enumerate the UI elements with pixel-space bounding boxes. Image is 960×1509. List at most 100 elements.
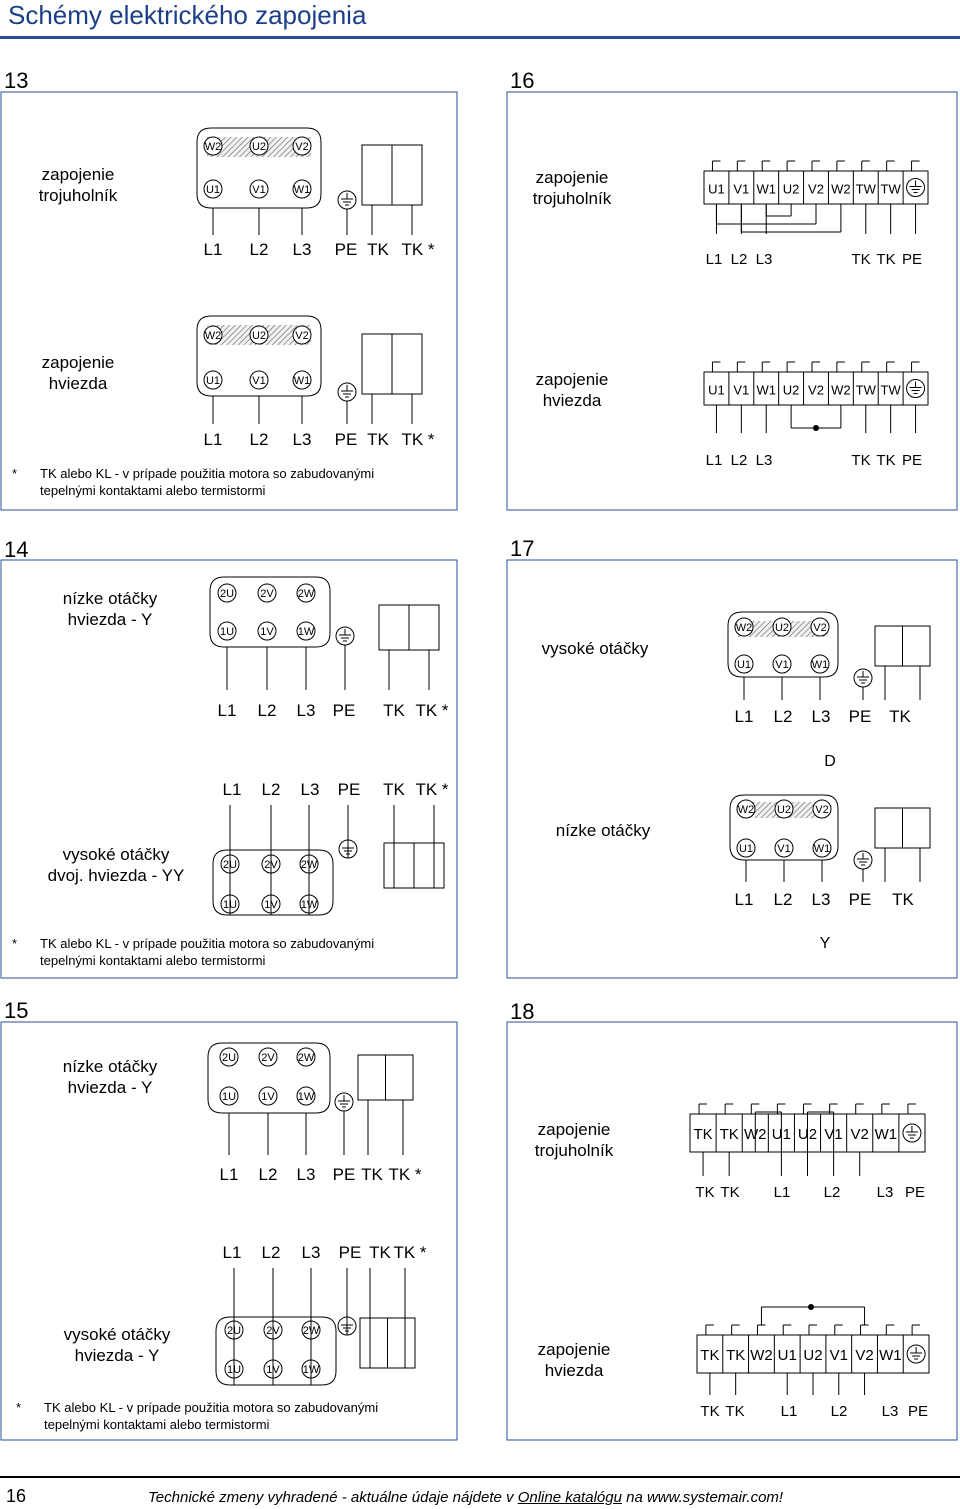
terminal-V1 [772, 654, 792, 674]
terminal-label: W2 [750, 1347, 773, 1364]
line-label: L2 [259, 1165, 278, 1184]
section-frame [0, 91, 458, 511]
terminal-V1 [774, 838, 794, 858]
terminal-strip [696, 1334, 930, 1374]
note-text-line-2: tepelnými kontaktami alebo termistormi [44, 1417, 270, 1432]
terminal-label: TW [856, 182, 877, 197]
terminal-label: V2 [295, 141, 308, 153]
line-label: PE [902, 452, 922, 469]
line-label: L1 [223, 1243, 242, 1262]
terminal-label: V2 [851, 1126, 869, 1143]
line-label: L2 [774, 707, 793, 726]
terminal-label: V2 [808, 383, 824, 398]
title-rule [0, 36, 960, 39]
terminal-label: 2V [260, 588, 274, 600]
diagram-label-line-2: hviezda - Y [68, 1078, 153, 1097]
terminal-U2 [249, 136, 269, 156]
note-marker-line-1: * [12, 936, 17, 951]
terminal-label: W1 [875, 1126, 898, 1143]
diagram-label-line-1: nízke otáčky [63, 1057, 158, 1076]
footer-catalog-link[interactable]: Online katalógu [517, 1489, 622, 1506]
terminal-label: U1 [206, 375, 220, 387]
diagram-label-line-1: zapojenie [42, 353, 115, 372]
diagram-label-line-1: vysoké otáčky [63, 845, 170, 864]
terminal-W2 [203, 136, 223, 156]
section-frame [506, 559, 958, 979]
ground-icon [337, 190, 357, 210]
line-label: TK * [388, 1165, 421, 1184]
line-label: L2 [250, 430, 269, 449]
note-marker-line-1: * [12, 466, 17, 481]
line-label: L3 [301, 780, 320, 799]
line-label: PE [908, 1403, 928, 1420]
terminal-W2 [203, 325, 223, 345]
line-label: L3 [293, 240, 312, 259]
ground-icon [906, 379, 926, 398]
line-label: PE [902, 251, 922, 268]
diagram-label-line-2: hviezda [49, 374, 108, 393]
terminal-strip [703, 371, 929, 406]
terminal-U1 [734, 654, 754, 674]
terminal-V2 [292, 325, 312, 345]
line-label: TK [876, 251, 895, 268]
line-label: TK [367, 430, 389, 449]
terminal-2U [219, 1047, 239, 1067]
line-label: TK [700, 1403, 719, 1420]
terminal-label: V1 [733, 182, 749, 197]
note-marker-line-1: * [16, 1400, 21, 1415]
terminal-label: 1U [222, 1091, 236, 1103]
line-label: TK [889, 707, 911, 726]
line-label: TK [367, 240, 389, 259]
terminal-2W [296, 1047, 316, 1067]
line-label: L1 [204, 240, 223, 259]
line-label: TK [876, 452, 895, 469]
terminal-2W [296, 583, 316, 603]
footer-rule [0, 1476, 960, 1478]
diagram-label-line-1: zapojenie [538, 1340, 611, 1359]
line-label: L1 [220, 1165, 239, 1184]
line-label: L3 [297, 701, 316, 720]
ground-icon [337, 382, 357, 402]
line-label: PE [849, 707, 872, 726]
terminal-label: TK [720, 1126, 739, 1143]
terminal-label: V2 [813, 622, 826, 634]
line-label: L1 [706, 452, 723, 469]
terminal-V2 [292, 136, 312, 156]
line-label: TK * [415, 780, 448, 799]
terminal-label: W1 [756, 383, 776, 398]
footer-text-before: Technické zmeny vyhradené - aktuálne úda… [148, 1489, 518, 1506]
star-point [808, 1304, 814, 1310]
terminal-W1 [810, 654, 830, 674]
terminal-label: W1 [879, 1347, 902, 1364]
line-label: L1 [218, 701, 237, 720]
line-label: PE [339, 1243, 362, 1262]
terminal-V2 [812, 799, 832, 819]
terminal-W2 [736, 799, 756, 819]
line-label: L1 [706, 251, 723, 268]
terminal-label: U2 [803, 1347, 822, 1364]
terminal-1W [296, 1086, 316, 1106]
line-label: TK [892, 890, 914, 909]
line-label: L3 [293, 430, 312, 449]
terminal-label: W1 [756, 182, 776, 197]
terminal-label: U2 [783, 383, 800, 398]
line-label: L2 [824, 1184, 841, 1201]
terminal-label: 2U [222, 1052, 236, 1064]
line-label: TK [383, 780, 405, 799]
terminal-2U [217, 583, 237, 603]
terminal-label: 1W [298, 626, 315, 638]
line-label: L1 [204, 430, 223, 449]
terminal-U2 [774, 799, 794, 819]
terminal-label: U2 [252, 330, 266, 342]
terminal-label: U2 [777, 804, 791, 816]
line-label: PE [849, 890, 872, 909]
ground-icon [906, 178, 926, 197]
terminal-label: TK [700, 1347, 719, 1364]
line-label: L2 [831, 1403, 848, 1420]
note-text-line-1: TK alebo KL - v prípade použitia motora … [40, 466, 374, 481]
line-label: PE [335, 430, 358, 449]
terminal-label: 2W [298, 1052, 315, 1064]
terminal-label: U2 [775, 622, 789, 634]
terminal-W2 [734, 617, 754, 637]
terminal-label: 2W [298, 588, 315, 600]
